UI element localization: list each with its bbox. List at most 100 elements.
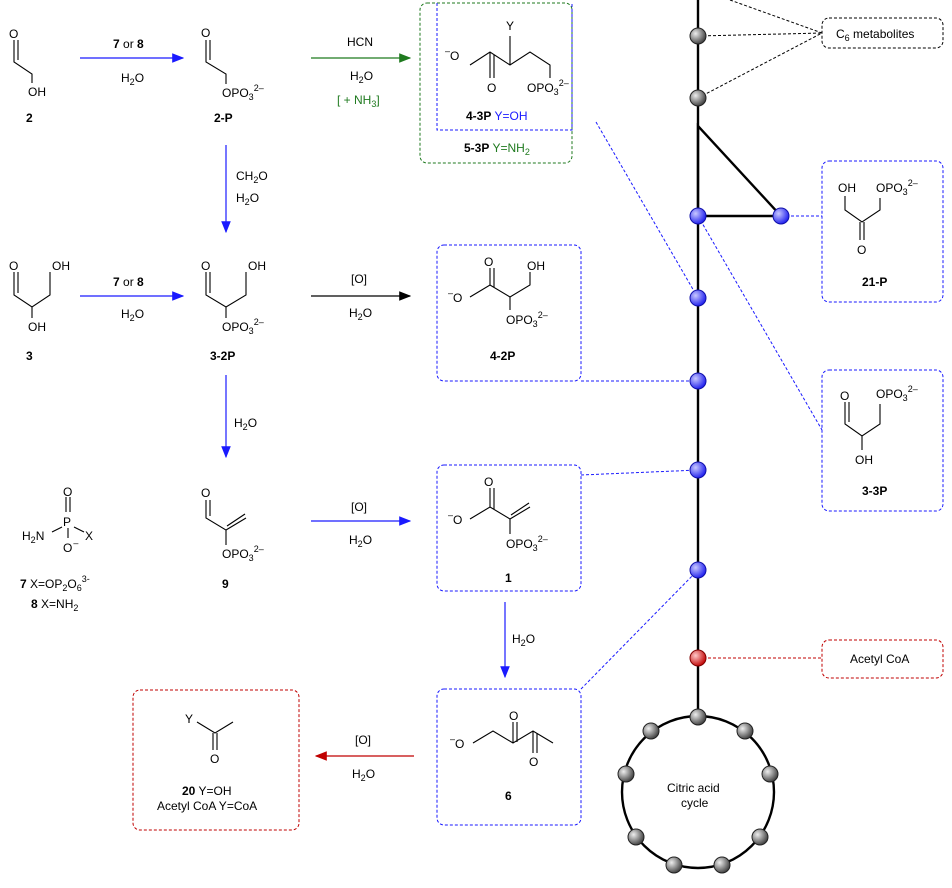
- svg-text:OH: OH: [28, 85, 46, 99]
- node-7: [689, 461, 707, 479]
- box-acetyl-coa: [821, 639, 944, 679]
- tca-node-8: [617, 765, 635, 783]
- compound-2: O OH 2: [9, 27, 46, 125]
- svg-text:–O: –O: [450, 734, 464, 751]
- svg-text:OPO32–: OPO32–: [876, 384, 918, 403]
- svg-text:O: O: [201, 26, 210, 40]
- svg-text:O: O: [201, 259, 210, 273]
- svg-text:O: O: [529, 755, 538, 769]
- svg-text:3: 3: [26, 349, 33, 363]
- svg-text:H2O: H2O: [121, 307, 144, 323]
- tca-label-line1: Citric acid: [667, 781, 720, 795]
- tca-node-6: [665, 856, 683, 874]
- svg-text:Acetyl CoA Y=CoA: Acetyl CoA Y=CoA: [157, 799, 257, 813]
- compound-1-pep: O –O OPO32– 1: [448, 475, 548, 585]
- svg-text:O: O: [484, 255, 493, 269]
- tca-node-9: [642, 722, 660, 740]
- svg-text:OPO32–: OPO32–: [506, 310, 548, 329]
- svg-text:X: X: [85, 529, 93, 543]
- svg-text:[O]: [O]: [351, 272, 367, 286]
- svg-text:Y: Y: [506, 19, 514, 33]
- svg-text:2-P: 2-P: [214, 111, 233, 125]
- svg-text:Y: Y: [185, 712, 193, 726]
- svg-text:O: O: [484, 475, 493, 489]
- svg-text:OPO32–: OPO32–: [222, 317, 264, 336]
- tca-node-1: [689, 708, 707, 726]
- metabolic-backbone: [620, 0, 784, 870]
- svg-text:O: O: [210, 752, 219, 766]
- svg-text:O: O: [487, 81, 496, 95]
- svg-text:3-3P: 3-3P: [862, 484, 887, 498]
- reaction-2-to-2p: 7 or 8 H2O: [80, 37, 185, 87]
- svg-text:2: 2: [26, 111, 33, 125]
- reaction-1-to-6: H2O: [500, 602, 535, 679]
- svg-text:O–: O–: [63, 538, 78, 555]
- svg-text:O: O: [9, 259, 18, 273]
- node-4: [772, 207, 790, 225]
- tca-label-line2: cycle: [681, 796, 709, 810]
- reaction-2p-to-3-2p: CH2O H2O: [221, 145, 268, 234]
- svg-text:OH: OH: [855, 453, 873, 467]
- svg-text:OH: OH: [527, 259, 545, 273]
- svg-text:OPO32–: OPO32–: [506, 534, 548, 553]
- svg-text:OH: OH: [28, 320, 46, 334]
- svg-text:OH: OH: [838, 181, 856, 195]
- svg-text:5-3P Y=NH2: 5-3P Y=NH2: [464, 141, 530, 157]
- svg-text:20 Y=OH: 20 Y=OH: [182, 784, 232, 798]
- svg-text:OPO32–: OPO32–: [222, 83, 264, 102]
- svg-text:O: O: [857, 243, 866, 257]
- svg-text:P: P: [63, 515, 71, 529]
- box-20: [132, 689, 300, 831]
- box-4-2p: [436, 244, 582, 382]
- svg-text:OH: OH: [248, 259, 266, 273]
- compound-20-acetyl: Y O 20 Y=OH Acetyl CoA Y=CoA: [157, 712, 257, 813]
- svg-text:8 X=NH2: 8 X=NH2: [31, 597, 78, 613]
- svg-text:CH2O: CH2O: [236, 169, 268, 185]
- svg-text:H2O: H2O: [512, 632, 535, 648]
- svg-text:7 or 8: 7 or 8: [113, 37, 144, 51]
- svg-text:H2O: H2O: [350, 69, 373, 85]
- box-6: [436, 688, 582, 826]
- svg-text:–O: –O: [448, 288, 462, 305]
- tca-node-5: [713, 856, 731, 874]
- svg-text:H2O: H2O: [236, 191, 259, 207]
- svg-text:H2O: H2O: [352, 767, 375, 783]
- reaction-3-2p-to-4-2p: [O] H2O: [311, 272, 412, 322]
- svg-text:O: O: [840, 389, 849, 403]
- svg-text:4-2P: 4-2P: [490, 349, 515, 363]
- reaction-9-to-1: [O] H2O: [311, 500, 412, 549]
- acetyl-coa-label: Acetyl CoA: [850, 652, 909, 666]
- c6-metabolites-label: C6 metabolites: [836, 27, 914, 43]
- node-9-acetyl-coa: [689, 649, 707, 667]
- reaction-2p-to-4-3p: HCN H2O [ + NH3]: [311, 35, 412, 109]
- svg-text:H2N: H2N: [22, 529, 44, 545]
- node-6: [689, 372, 707, 390]
- box-1: [436, 464, 582, 592]
- svg-text:OPO32–: OPO32–: [222, 544, 264, 563]
- box-3-3p: [821, 369, 944, 512]
- svg-text:3-2P: 3-2P: [210, 349, 235, 363]
- reaction-3-to-3-2p: 7 or 8 H2O: [80, 275, 185, 323]
- svg-text:OPO32–: OPO32–: [527, 78, 569, 97]
- svg-text:7 X=OP2O63-: 7 X=OP2O63-: [20, 574, 90, 593]
- svg-text:6: 6: [505, 789, 512, 803]
- svg-text:7 or 8: 7 or 8: [113, 275, 144, 289]
- node-2: [689, 89, 707, 107]
- svg-text:21-P: 21-P: [862, 275, 887, 289]
- svg-text:1: 1: [505, 571, 512, 585]
- compound-3: O OH OH 3: [9, 259, 70, 363]
- tca-node-4: [751, 828, 769, 846]
- svg-text:HCN: HCN: [347, 35, 373, 49]
- svg-text:[ + NH3]: [ + NH3]: [337, 93, 380, 109]
- svg-text:–O: –O: [445, 46, 459, 63]
- svg-text:O: O: [201, 486, 210, 500]
- compound-2-p: O OPO32– 2-P: [201, 26, 264, 125]
- svg-text:O: O: [509, 709, 518, 723]
- svg-text:H2O: H2O: [121, 71, 144, 87]
- svg-text:H2O: H2O: [234, 416, 257, 432]
- box-4-3p: [419, 2, 573, 164]
- node-1: [689, 27, 707, 45]
- compound-reagent-7-8: O P H2N X O– 7 X=OP2O63- 8 X=NH2: [20, 485, 93, 613]
- svg-text:–O: –O: [448, 510, 462, 527]
